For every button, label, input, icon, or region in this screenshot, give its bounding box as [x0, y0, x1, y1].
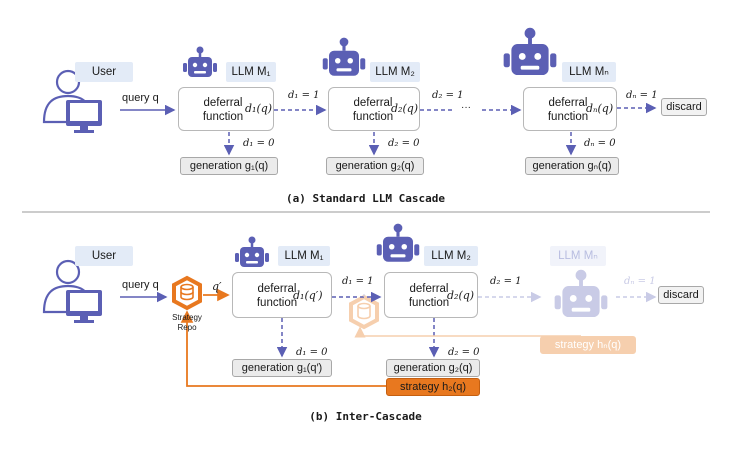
strategy-repo-icon: [172, 275, 202, 311]
deferral-label: deferral function: [352, 97, 394, 123]
bottom-user-icon: [42, 259, 104, 325]
bottom-d2-eq1: d₂ = 1: [490, 276, 522, 287]
top-caption: (a) Standard LLM Cascade: [286, 192, 445, 205]
bottom-query-label: query q: [122, 279, 159, 291]
bottom-strategy2-feedback: [180, 310, 386, 387]
bottom-strategy-2: strategy h₂(q): [386, 378, 480, 396]
top-robotN-icon: [501, 26, 559, 77]
top-deferral-box-1: deferral function d₁(q): [178, 87, 274, 131]
bottom-llm2-label: LLM M₂: [424, 246, 478, 266]
deferral-label: deferral function: [408, 283, 450, 309]
bottom-generation-1: generation g₁(q′): [232, 359, 332, 377]
top-llmN-label: LLM Mₙ: [562, 62, 616, 82]
deferral-label: deferral function: [547, 97, 589, 123]
bottom-discard-box: discard: [658, 286, 704, 304]
bottom-d1-eq0: d₁ = 0: [296, 347, 328, 358]
top-d2-eq0: d₂ = 0: [388, 138, 420, 149]
bottom-strategy-N: strategy hₙ(q): [540, 336, 636, 354]
deferral-fn: d₂(q): [447, 289, 475, 302]
bottom-robotN-icon: [552, 268, 610, 319]
strategy-repo-faded-icon: [349, 294, 379, 330]
bottom-dN-eq1: dₙ = 1: [624, 276, 656, 287]
bottom-qprime-label: q′: [212, 280, 222, 293]
bottom-llm1-label: LLM M₁: [278, 246, 330, 266]
top-robot1-icon: [181, 45, 219, 79]
bottom-d1-eq1: d₁ = 1: [342, 276, 374, 287]
top-generation-N: generation gₙ(q): [525, 157, 619, 175]
top-discard-box: discard: [661, 98, 707, 116]
deferral-label: deferral function: [256, 283, 298, 309]
top-query-label: query q: [122, 92, 159, 104]
deferral-fn: dₙ(q): [586, 102, 614, 115]
bottom-d2-eq0: d₂ = 0: [448, 347, 480, 358]
bottom-generation-2: generation g₂(q): [386, 359, 480, 377]
top-d1-eq0: d₁ = 0: [243, 138, 275, 149]
deferral-label: deferral function: [202, 97, 244, 123]
bottom-caption: (b) Inter-Cascade: [309, 410, 422, 423]
deferral-fn: d₁(q): [245, 102, 273, 115]
bottom-robot1-icon: [233, 235, 271, 269]
bottom-robot2-icon: [375, 222, 421, 264]
deferral-fn: d₁(q′): [293, 289, 323, 302]
bottom-user-label: User: [75, 246, 133, 266]
bottom-deferral-box-1: deferral function d₁(q′): [232, 272, 332, 318]
bottom-strategyN-feedback: [354, 326, 581, 338]
top-generation-1: generation g₁(q): [180, 157, 278, 175]
strategy-repo-label: Strategy Repo: [172, 313, 202, 332]
bottom-llmN-label: LLM Mₙ: [550, 246, 606, 266]
top-dN-eq1: dₙ = 1: [626, 90, 658, 101]
top-user-label: User: [75, 62, 133, 82]
deferral-fn: d₂(q): [391, 102, 419, 115]
top-generation-2: generation g₂(q): [326, 157, 424, 175]
top-deferral-box-2: deferral function d₂(q): [328, 87, 420, 131]
top-llm2-label: LLM M₂: [370, 62, 420, 82]
top-dN-eq0: dₙ = 0: [584, 138, 616, 149]
top-d1-eq1: d₁ = 1: [288, 90, 320, 101]
top-d2-eq1: d₂ = 1: [432, 90, 464, 101]
bottom-deferral-box-2: deferral function d₂(q): [384, 272, 478, 318]
top-deferral-box-N: deferral function dₙ(q): [523, 87, 617, 131]
top-ellipsis: ···: [461, 102, 471, 113]
top-llm1-label: LLM M₁: [226, 62, 276, 82]
top-robot2-icon: [321, 36, 367, 78]
